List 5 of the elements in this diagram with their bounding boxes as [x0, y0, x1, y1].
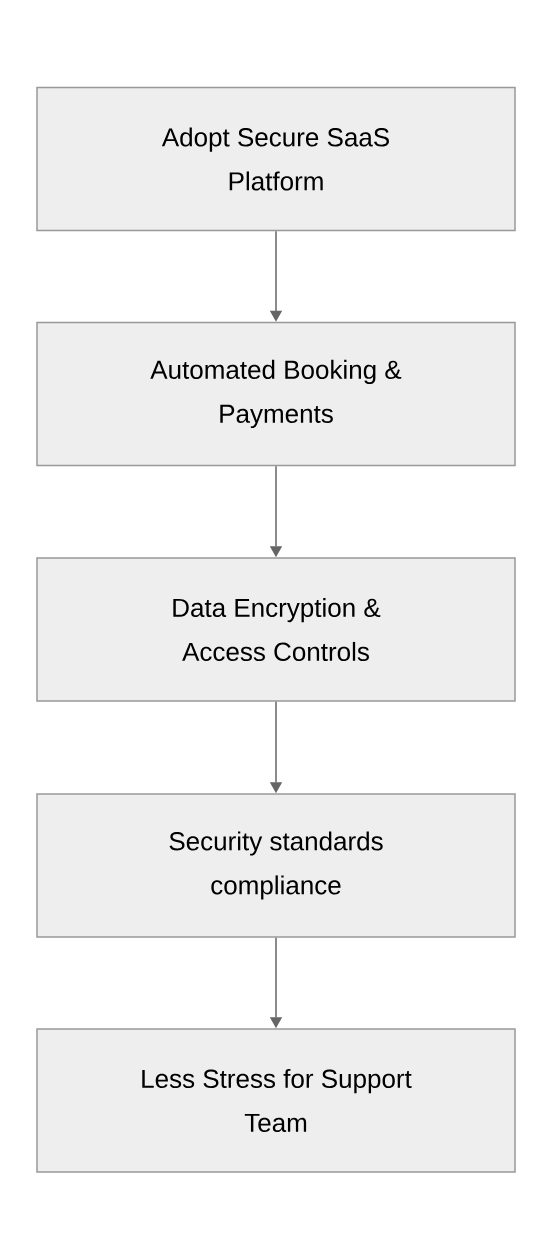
- process-box: Security standards compliance: [36, 793, 516, 938]
- process-box: Less Stress for Support Team: [36, 1028, 516, 1173]
- process-box: Data Encryption & Access Controls: [36, 557, 516, 702]
- process-box: Adopt Secure SaaS Platform: [36, 86, 516, 232]
- process-box: Automated Booking & Payments: [36, 321, 516, 467]
